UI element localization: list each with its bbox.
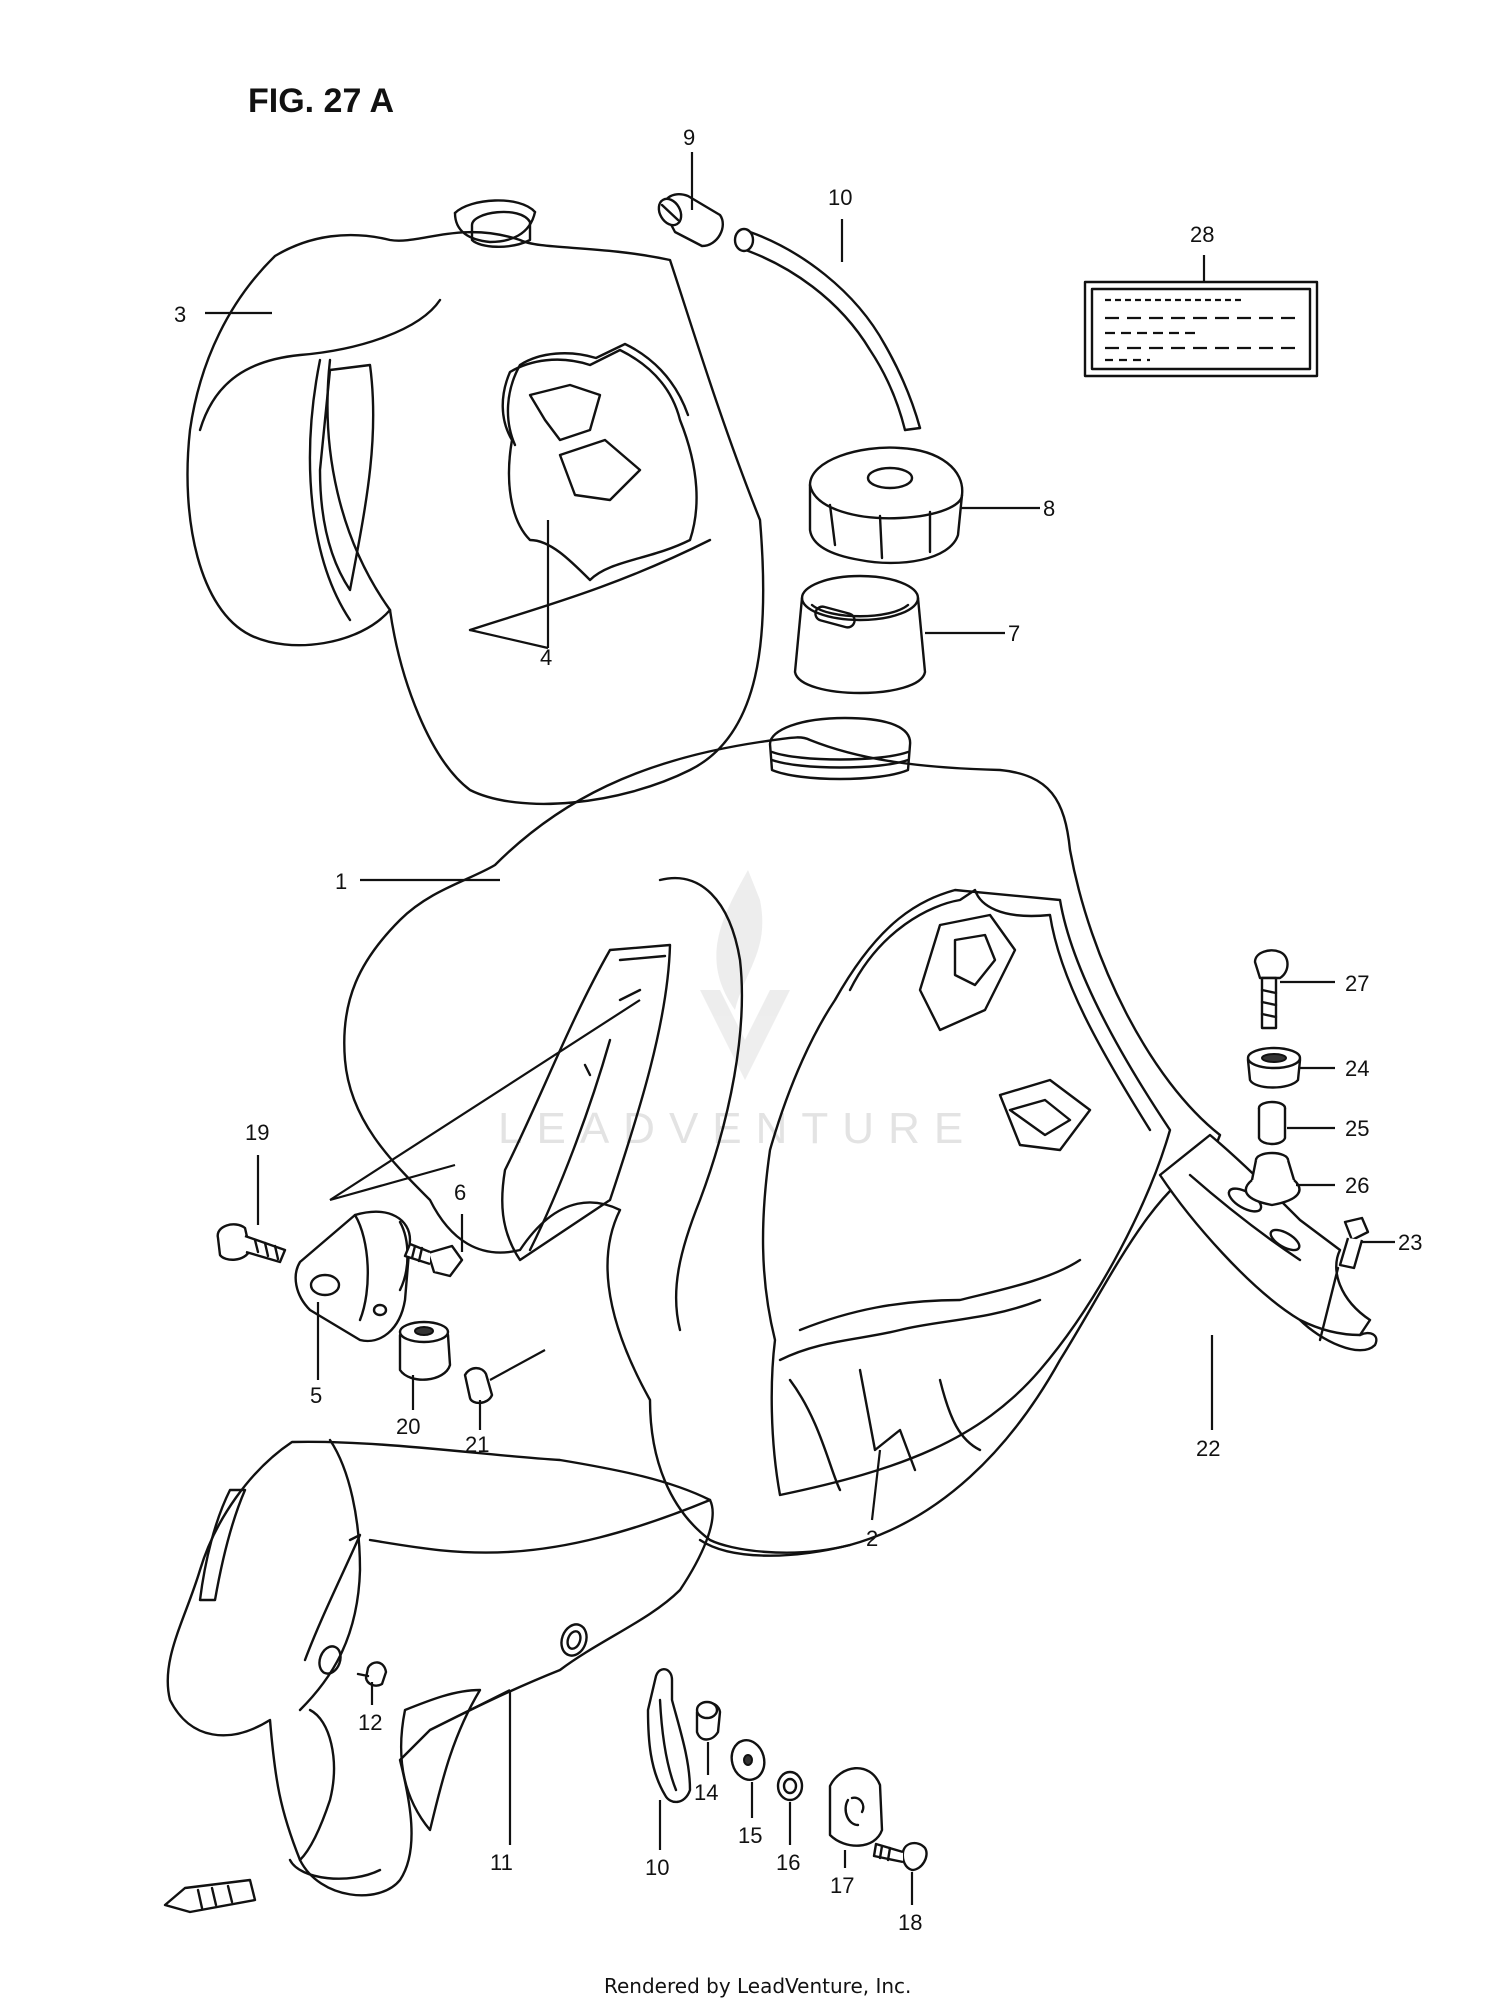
part-27-bolt <box>1253 949 1289 1030</box>
callout-9: 9 <box>683 125 695 150</box>
part-1-fuel-tank <box>343 716 1222 1557</box>
part-19-bolt <box>216 1223 287 1264</box>
callout-25: 25 <box>1345 1116 1369 1141</box>
part-7-filler-neck <box>793 574 927 695</box>
part-28-caution-label <box>1083 280 1319 378</box>
callout-26: 26 <box>1345 1173 1369 1198</box>
part-11-side-cover <box>166 1438 714 1897</box>
fwd-arrow-icon <box>163 1878 257 1914</box>
callout-15: 15 <box>738 1823 762 1848</box>
callout-21: 21 <box>465 1432 489 1457</box>
callout-18: 18 <box>898 1910 922 1935</box>
callout-5: 5 <box>310 1383 322 1408</box>
part-12-screw <box>356 1661 388 1687</box>
part-10-clip <box>646 1668 692 1804</box>
callout-12: 12 <box>358 1710 382 1735</box>
part-5-mounting-plate <box>294 1210 412 1343</box>
part-6-screw <box>403 1242 464 1278</box>
callout-23: 23 <box>1398 1230 1422 1255</box>
part-16-nut <box>776 1770 804 1802</box>
part-20-cushion <box>398 1320 452 1381</box>
callout-3: 3 <box>174 302 186 327</box>
part-14-collar <box>695 1700 722 1741</box>
callout-16: 16 <box>776 1850 800 1875</box>
callout-6: 6 <box>454 1180 466 1205</box>
callout-17: 17 <box>830 1873 854 1898</box>
part-17-cushion <box>828 1767 884 1847</box>
callout-19: 19 <box>245 1120 269 1145</box>
part-25-collar <box>1257 1100 1287 1146</box>
callout-22: 22 <box>1196 1436 1220 1461</box>
leader-lines <box>205 152 1395 1905</box>
part-23-bolt <box>1318 1216 1370 1342</box>
figure-title: FIG. 27 A <box>248 82 394 120</box>
callout-14: 14 <box>694 1780 718 1805</box>
footer-credit: Rendered by LeadVenture, Inc. <box>604 1974 911 1998</box>
part-18-bolt <box>872 1841 928 1872</box>
callout-10-lower: 10 <box>645 1855 669 1880</box>
part-8-fuel-cap <box>808 446 964 565</box>
callout-27: 27 <box>1345 971 1369 996</box>
callout-28: 28 <box>1190 222 1214 247</box>
part-24-grommet <box>1246 1046 1302 1089</box>
watermark-text: LEADVENTURE <box>498 1104 977 1153</box>
part-10-breather-hose <box>733 227 922 432</box>
callout-11: 11 <box>490 1850 513 1875</box>
callout-20: 20 <box>396 1414 420 1439</box>
part-3-tank-cover <box>186 199 765 806</box>
callout-2: 2 <box>866 1526 878 1551</box>
part-15-washer <box>730 1739 766 1781</box>
callout-24: 24 <box>1345 1056 1369 1081</box>
part-9-breather-cap <box>657 193 725 248</box>
callout-8: 8 <box>1043 496 1055 521</box>
callout-1: 1 <box>335 869 347 894</box>
callout-4: 4 <box>540 645 552 670</box>
callout-7: 7 <box>1008 621 1020 646</box>
leadventure-logo-icon <box>700 870 790 1080</box>
callout-10-upper: 10 <box>828 185 852 210</box>
callout-labels: 3 4 9 10 8 7 28 1 27 24 25 26 23 22 2 19… <box>174 125 1422 1935</box>
part-26-cushion <box>1244 1151 1301 1207</box>
part-21-collar <box>463 1366 494 1405</box>
